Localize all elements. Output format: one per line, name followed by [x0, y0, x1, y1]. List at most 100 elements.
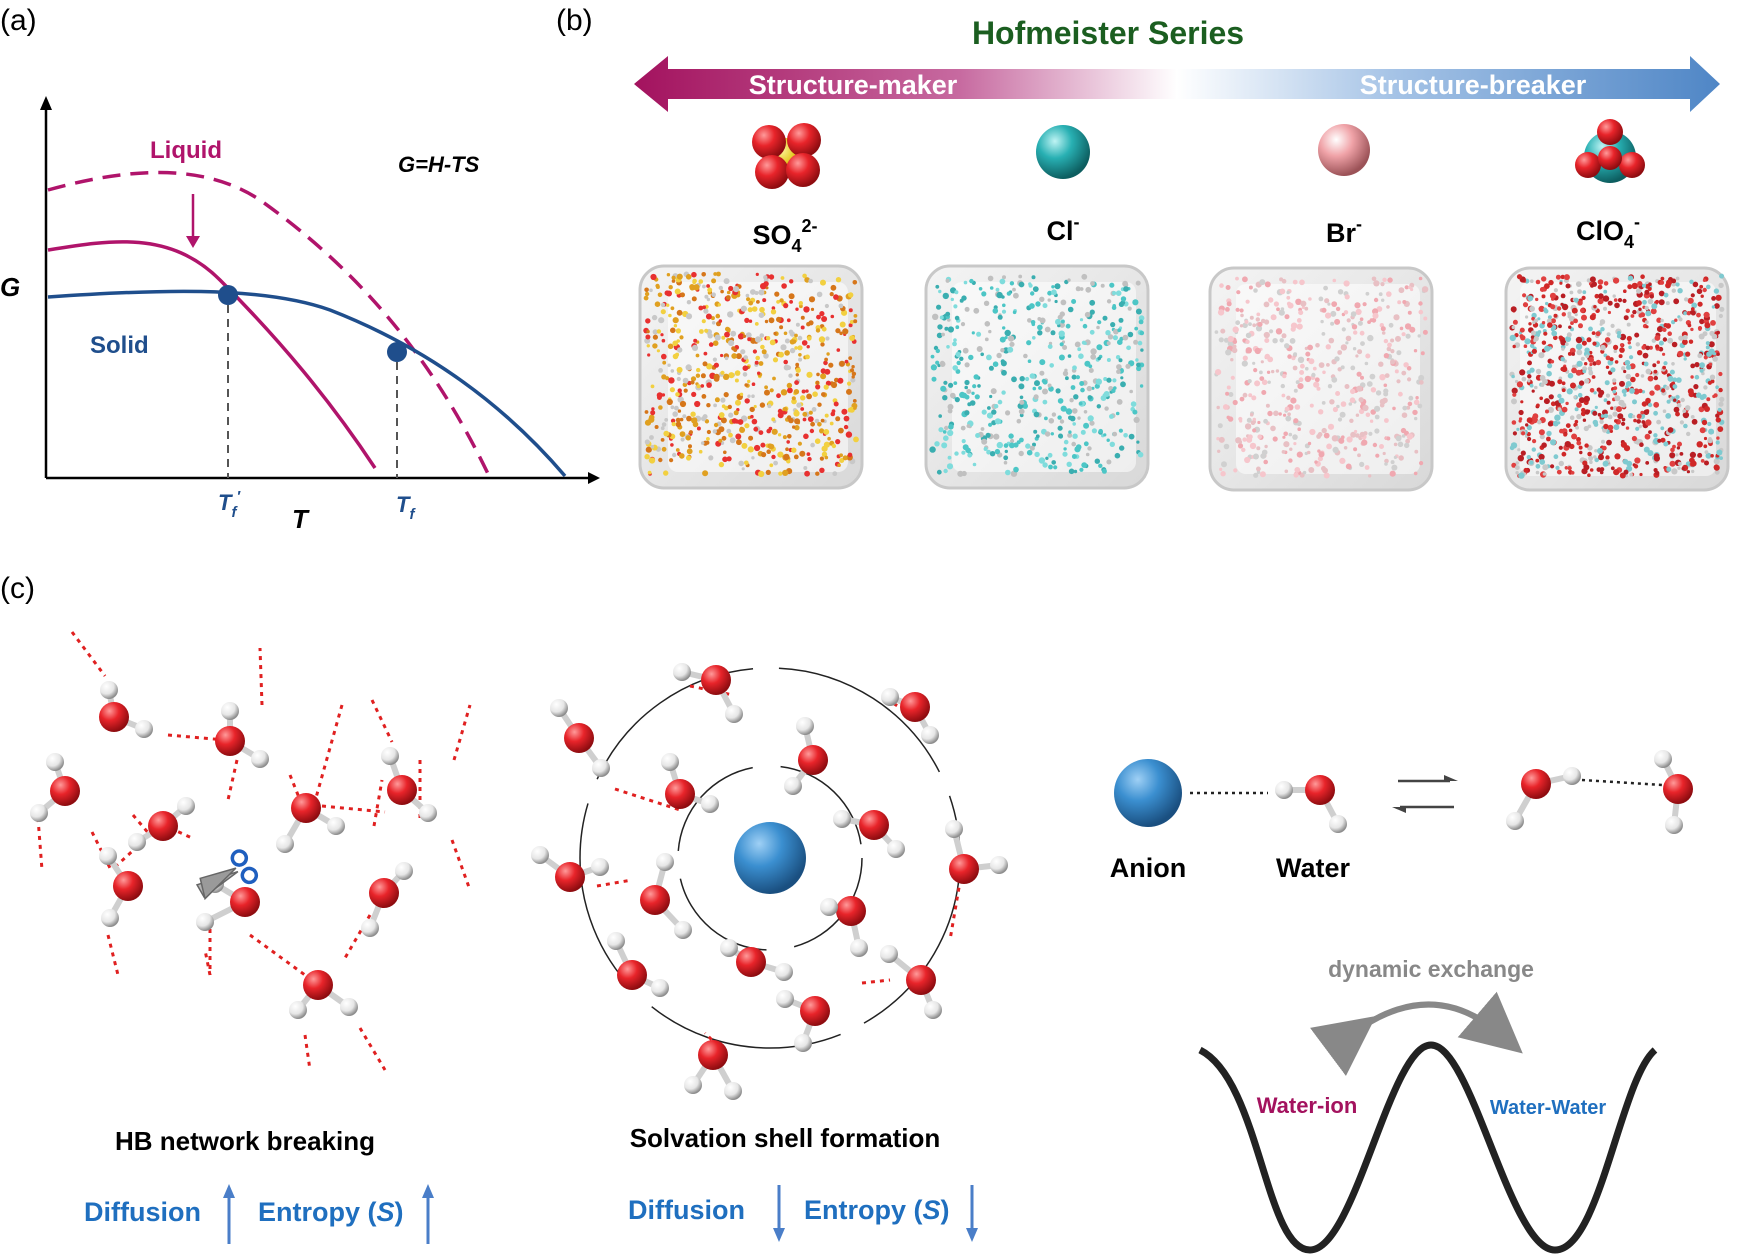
- particle: [747, 337, 752, 342]
- particle: [1655, 344, 1660, 349]
- particle: [930, 364, 938, 371]
- particle: [1606, 332, 1611, 337]
- particle: [675, 328, 682, 334]
- particle: [718, 285, 723, 291]
- particle: [1669, 369, 1675, 375]
- particle: [994, 448, 1001, 455]
- particle: [1013, 292, 1019, 299]
- particle: [1671, 362, 1675, 366]
- particle: [1676, 403, 1682, 408]
- particle: [983, 300, 990, 306]
- particle: [1225, 391, 1230, 396]
- particle: [1091, 386, 1095, 390]
- particle: [744, 398, 750, 404]
- particle: [1135, 280, 1141, 286]
- particle: [1398, 391, 1403, 397]
- particle: [1321, 401, 1326, 405]
- particle: [1326, 443, 1332, 450]
- particle: [742, 365, 749, 372]
- particle: [690, 380, 695, 385]
- particle: [759, 333, 765, 338]
- water-molecule: [640, 853, 692, 939]
- particle: [1677, 288, 1683, 294]
- particle: [1407, 401, 1413, 407]
- particle: [1284, 406, 1290, 412]
- particle: [1039, 296, 1045, 302]
- particle: [748, 300, 754, 306]
- particle: [1057, 415, 1062, 420]
- particle: [1045, 456, 1049, 460]
- chloride-simulation-box: [924, 264, 1150, 490]
- particle: [754, 360, 759, 365]
- hydrogen-bond: [321, 804, 386, 814]
- hydrogen-bond: [226, 759, 239, 801]
- particle: [1567, 372, 1574, 379]
- particle: [1215, 369, 1222, 376]
- particle: [1564, 441, 1572, 448]
- particle: [773, 460, 778, 466]
- particle: [747, 446, 754, 453]
- particle: [1587, 366, 1593, 371]
- particle: [1233, 468, 1238, 473]
- particle: [1054, 283, 1061, 290]
- particle: [646, 344, 650, 348]
- particle: [1663, 361, 1668, 366]
- particle: [1077, 416, 1081, 420]
- particle: [1228, 392, 1234, 397]
- particle: [1600, 344, 1606, 351]
- particle: [1315, 343, 1320, 348]
- particle: [1537, 317, 1541, 321]
- particle: [1307, 441, 1312, 446]
- particle: [1547, 315, 1552, 320]
- particle: [1387, 277, 1393, 283]
- particle: [1135, 358, 1139, 362]
- particle: [1259, 370, 1263, 375]
- particle: [1643, 409, 1650, 416]
- particle: [1535, 458, 1540, 463]
- particle: [955, 369, 961, 374]
- particle: [1397, 441, 1404, 448]
- particle: [794, 418, 801, 425]
- particle: [1582, 460, 1588, 466]
- particle: [1282, 435, 1286, 439]
- particle: [677, 409, 682, 413]
- particle: [714, 397, 720, 403]
- particle: [987, 406, 991, 410]
- particle: [734, 378, 739, 383]
- particle: [1697, 301, 1703, 307]
- particle: [1225, 285, 1231, 290]
- particle: [1627, 275, 1634, 281]
- particle: [1273, 301, 1279, 307]
- particle: [1682, 334, 1688, 341]
- particle: [1349, 418, 1354, 423]
- particle: [1666, 466, 1672, 472]
- particle: [1663, 292, 1669, 298]
- particle: [1337, 350, 1343, 355]
- particle: [1318, 296, 1324, 302]
- particle: [777, 408, 783, 414]
- particle: [1102, 315, 1108, 321]
- particle: [1407, 310, 1412, 315]
- particle: [1323, 472, 1330, 479]
- particle: [1239, 324, 1244, 328]
- particle: [1663, 441, 1669, 447]
- particle: [758, 430, 764, 435]
- particle: [1593, 455, 1597, 459]
- particle: [842, 455, 848, 461]
- particle: [704, 294, 709, 299]
- particle: [952, 365, 958, 371]
- particle: [1565, 336, 1572, 342]
- particle: [671, 275, 676, 280]
- particle: [754, 444, 761, 452]
- sulfate-simulation-box: [638, 264, 864, 490]
- particle: [710, 316, 715, 321]
- particle: [1711, 305, 1716, 309]
- particle: [1699, 318, 1705, 325]
- particle: [1115, 290, 1122, 297]
- particle: [1393, 442, 1398, 447]
- particle: [1081, 273, 1088, 280]
- particle: [1001, 369, 1007, 376]
- particle: [838, 303, 844, 309]
- particle: [1704, 406, 1710, 412]
- particle: [957, 470, 964, 477]
